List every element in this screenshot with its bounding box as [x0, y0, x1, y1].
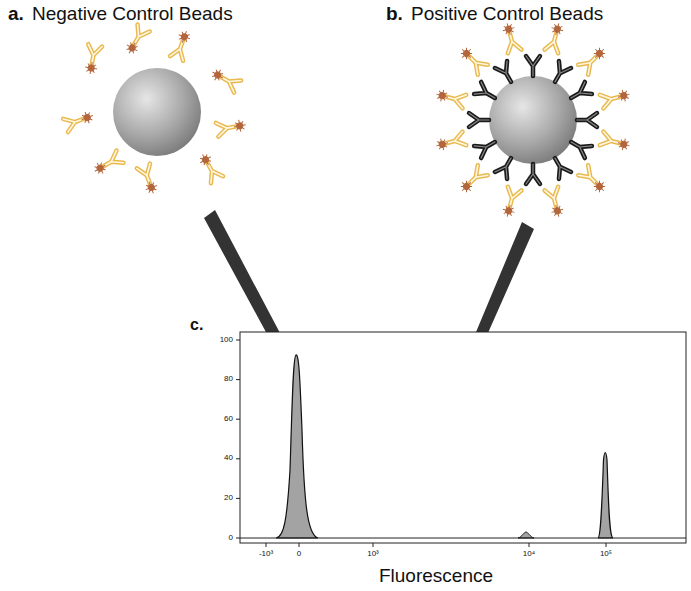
capture-antibody	[568, 136, 592, 158]
panel-title: Positive Control Beads	[411, 4, 603, 25]
axis-tick-label: 0	[297, 550, 301, 559]
axis-tick-label: 100	[220, 336, 233, 345]
detection-antibody	[196, 151, 223, 183]
detection-antibody	[457, 165, 487, 195]
detection-antibody	[578, 165, 608, 195]
histogram	[236, 332, 686, 547]
negative-bead	[113, 68, 201, 156]
detection-antibody	[209, 66, 241, 93]
panel-letter: b.	[386, 4, 403, 25]
axis-tick-label: 20	[224, 494, 233, 503]
capture-antibody	[549, 61, 571, 85]
capture-antibody	[577, 113, 597, 127]
detection-antibody	[457, 44, 487, 74]
capture-antibody	[568, 82, 592, 104]
detection-antibody	[91, 151, 123, 178]
detection-antibody	[123, 25, 150, 57]
capture-antibody	[495, 61, 517, 85]
panel-letter: a.	[8, 4, 24, 25]
capture-antibody	[549, 155, 571, 179]
detection-antibody	[500, 187, 521, 219]
detection-antibody	[137, 164, 160, 196]
axis-tick-label: 0	[229, 534, 233, 543]
detection-antibody	[545, 22, 566, 54]
panel-title: Negative Control Beads	[32, 4, 233, 25]
axis-tick-label: 60	[224, 415, 233, 424]
detection-antibody	[545, 187, 566, 219]
detection-antibody	[435, 87, 467, 108]
positive-bead	[489, 76, 577, 164]
detection-antibody	[170, 29, 193, 61]
capture-antibody	[526, 56, 540, 76]
capture-antibody	[474, 136, 498, 158]
axis-tick-label: 10³	[367, 550, 379, 559]
capture-antibody	[469, 113, 489, 127]
detection-antibody	[600, 87, 632, 108]
capture-antibody	[526, 164, 540, 184]
axis-tick-label: 10⁴	[523, 550, 535, 559]
panel-letter: c.	[190, 316, 203, 334]
detection-antibody	[63, 109, 95, 132]
detection-antibody	[216, 118, 247, 137]
detection-antibody	[500, 22, 521, 54]
axis-tick-label: -10³	[259, 550, 273, 559]
axis-tick-label: 10⁵	[600, 550, 612, 559]
detection-antibody	[578, 44, 608, 74]
detection-antibody	[435, 132, 467, 153]
detection-antibody	[600, 132, 632, 153]
capture-antibody	[474, 82, 498, 104]
axis-tick-label: 80	[224, 375, 233, 384]
detection-antibody	[83, 44, 102, 75]
capture-antibody	[495, 155, 517, 179]
axis-title: Fluorescence	[379, 566, 493, 587]
axis-tick-label: 40	[224, 454, 233, 463]
